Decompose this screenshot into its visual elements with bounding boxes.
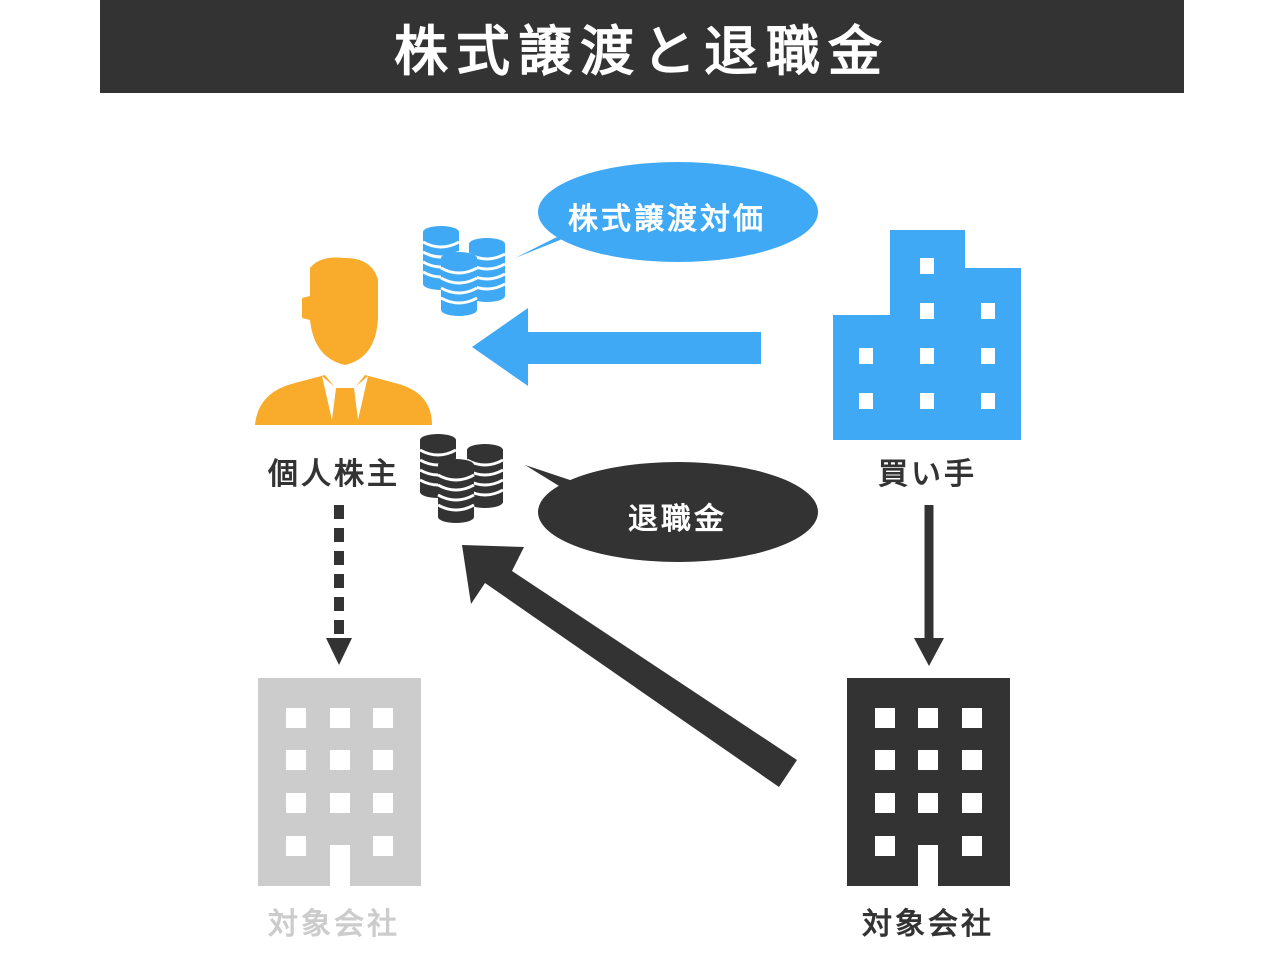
share-price-bubble [515, 162, 818, 262]
title-bar: 株式譲渡と退職金 [100, 0, 1184, 93]
dashed-arrow [326, 505, 352, 665]
buyer-building-icon [833, 230, 1021, 440]
target-company-before-building-icon [258, 678, 421, 886]
target-company-after-building-icon [847, 678, 1010, 886]
retirement-label: 退職金 [628, 502, 727, 537]
retirement-bubble [525, 462, 818, 562]
share-price-label: 株式譲渡対価 [568, 202, 766, 237]
target-company-after-label: 対象会社 [862, 907, 994, 942]
coin-stack-blue-icon [421, 224, 507, 318]
share-price-arrow [472, 308, 761, 386]
coin-stack-dark-icon [418, 432, 505, 525]
shareholder-label: 個人株主 [268, 457, 400, 492]
businessman-icon [255, 257, 432, 425]
target-company-before-label: 対象会社 [268, 907, 400, 942]
buyer-label: 買い手 [878, 457, 977, 492]
acquisition-arrow [914, 505, 944, 666]
page-title: 株式譲渡と退職金 [394, 20, 890, 83]
retirement-arrow [462, 545, 797, 787]
